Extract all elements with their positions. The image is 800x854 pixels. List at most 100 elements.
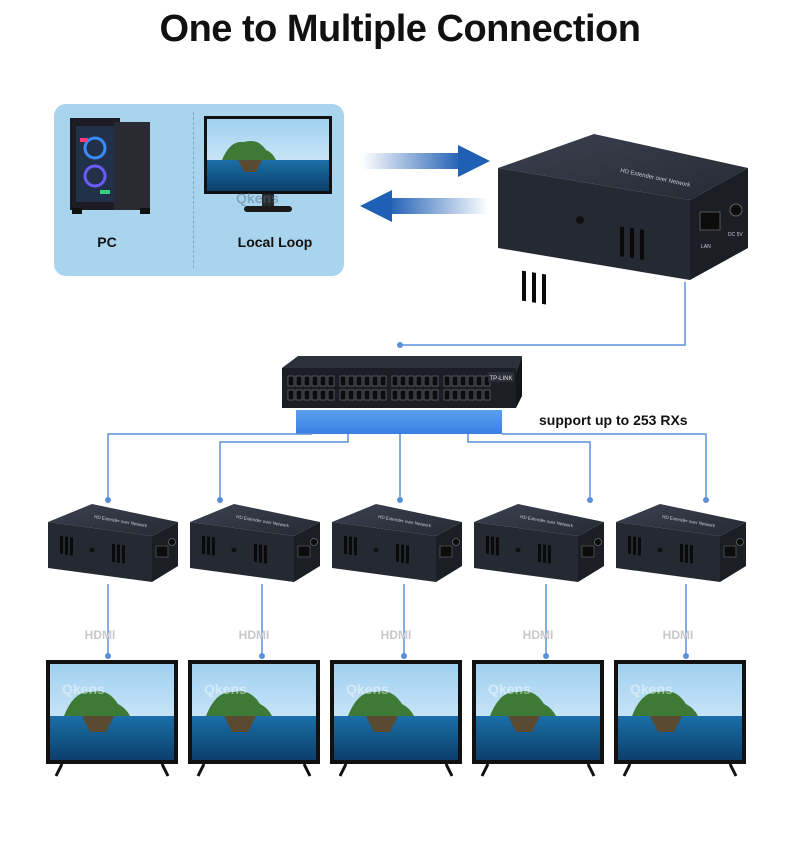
receiver-vent [349,536,352,555]
switch-port [295,375,303,387]
switch-port [391,389,399,401]
hdmi-label-3: HDMI [380,628,412,642]
tv-island [64,691,130,716]
switch-port [443,375,451,387]
hdmi-link-dot [683,653,689,659]
receiver-vent [65,536,68,555]
tv-watermark: Qkens [204,681,247,697]
receiver-front [332,522,436,582]
tv-screen-sea [192,716,316,760]
receiver-top [616,504,746,536]
hdmi-label-1: HDMI [84,628,116,642]
bus-line-4 [467,434,591,500]
receiver-vent [690,545,693,564]
receiver-vent [259,544,262,563]
switch-port [407,375,415,387]
switch-port [391,375,399,387]
receiver-power-port [452,538,460,546]
tv-leg [622,763,632,777]
switch-port [287,375,295,387]
switch-port [459,375,467,387]
receiver-vent [117,544,120,563]
receiver-lan-port [297,545,311,558]
bus-line-1 [107,433,312,500]
switch-port [363,375,371,387]
receiver-vent [680,544,683,562]
tv-leg [444,763,454,777]
switch-port [443,389,451,401]
receiver-lan-port [581,545,595,558]
switch-port [287,389,295,401]
receiver-vent [548,545,551,564]
receiver-top [190,504,320,536]
bus-endpoint-dot [217,497,223,503]
tv-leg [728,763,738,777]
tv-rock [224,716,256,732]
receiver-device-4: HD Extender over Network [474,497,604,582]
hdmi-link-dot [401,653,407,659]
receiver-front [190,522,294,582]
tv-rock [82,716,114,732]
arrow-to-transmitter-icon [362,145,490,177]
switch-port [295,389,303,401]
receiver-lan-port [723,545,737,558]
transmitter-device: HD Extender over Network LAN DC 5V [498,134,748,305]
receiver-vent [496,537,499,556]
tv-rock [508,716,540,732]
tv-leg [480,763,490,777]
switch-port [459,389,467,401]
tv-leg [196,763,206,777]
tv-screen-sea [50,716,174,760]
receiver-front [616,522,720,582]
hdmi-label-4: HDMI [522,628,554,642]
receiver-front [48,522,152,582]
tv-rock [650,716,682,732]
receiver-vent [70,537,73,556]
switch-port [415,389,423,401]
switch-port [431,389,439,401]
tv-screen-sea [476,716,600,760]
receiver-vent [633,536,636,555]
switch-port [483,389,491,401]
switch-port [451,389,459,401]
tv-display-icon: Qkens [472,660,604,777]
pc-label: PC [97,234,117,250]
receiver-device-1: HD Extender over Network [48,497,178,582]
receiver-vent [122,545,125,564]
tv-leg [586,763,596,777]
page-title: One to Multiple Connection [159,8,641,50]
receiver-power-port [168,538,176,546]
switch-port [319,375,327,387]
tv-rock [366,716,398,732]
tv-display-icon: Qkens [46,660,178,777]
hdmi-label-2: HDMI [238,628,270,642]
receiver-vent [486,536,489,554]
transmitter-power-label: DC 5V [728,232,743,238]
tv-leg [302,763,312,777]
receiver-vent [344,536,347,554]
switch-port [379,389,387,401]
tv-screen-sea [618,716,742,760]
switch-port [467,375,475,387]
switch-port [371,389,379,401]
receiver-vent [396,544,399,562]
support-text: support up to 253 RXs [539,412,688,428]
receiver-vent [628,536,631,554]
hdmi-label-5: HDMI [662,628,694,642]
receiver-screw [657,547,663,553]
tv-watermark: Qkens [346,681,389,697]
network-switch-device: TP-LINK [282,356,522,434]
tv-screen-sea [334,716,458,760]
switch-port [399,389,407,401]
receiver-power-port [310,538,318,546]
switch-port [319,389,327,401]
receiver-vent [264,545,267,564]
tv-display-icon: Qkens [614,660,746,777]
tv-island [632,691,698,716]
switch-port [475,389,483,401]
receiver-vent [112,544,115,562]
switch-port [467,389,475,401]
receiver-device-2: HD Extender over Network [190,497,320,582]
tv-display-icon: Qkens [330,660,462,777]
bus-endpoint-dot [105,497,111,503]
